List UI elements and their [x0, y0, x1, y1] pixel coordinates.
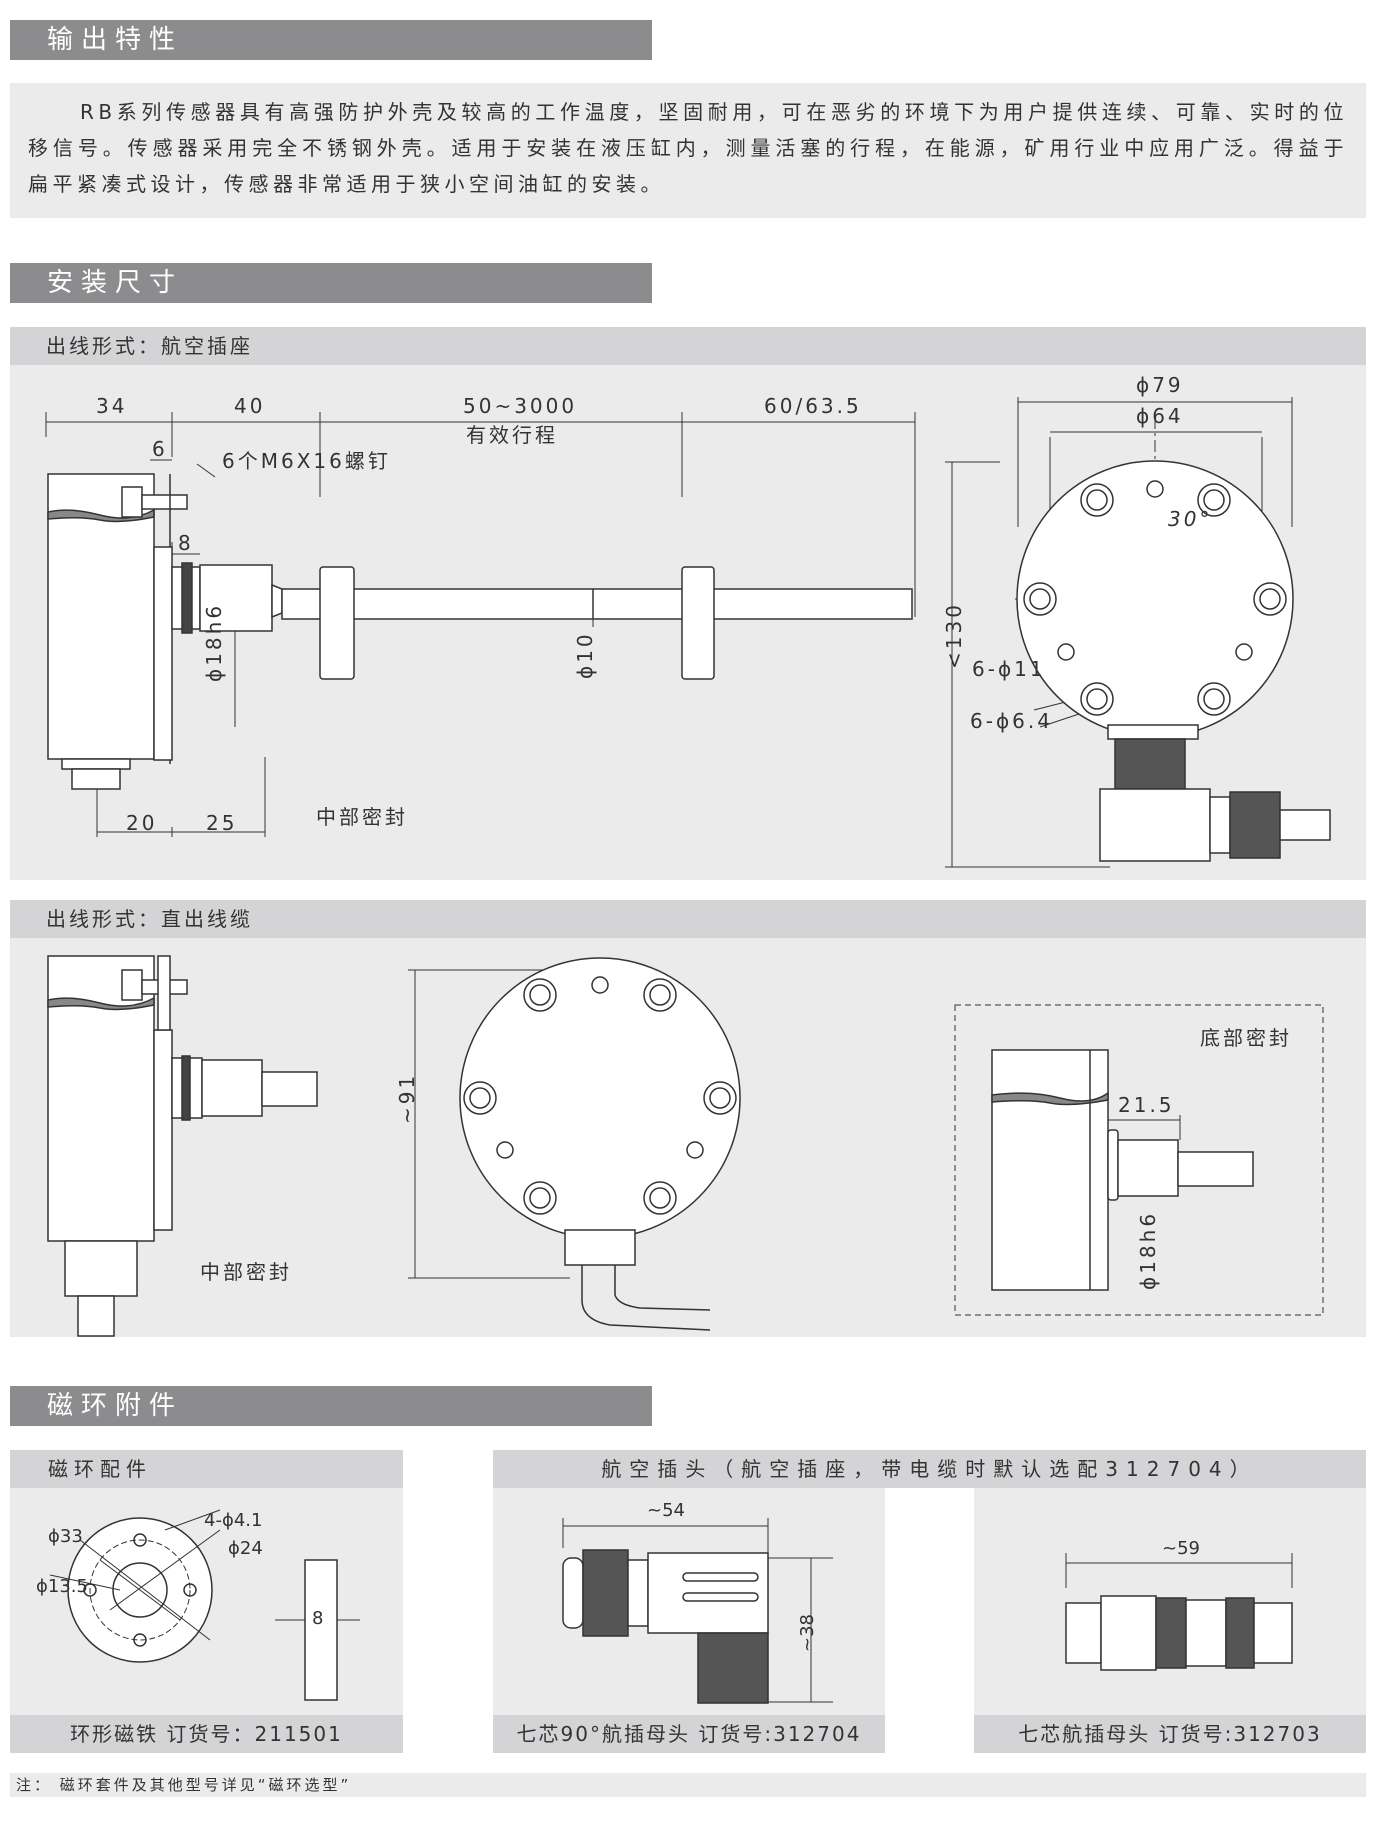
intro-paragraph: RB系列传感器具有高强防护外壳及较高的工作温度，坚固耐用，可在恶劣的环境下为用户…: [28, 100, 1348, 196]
dim-phi13-5: ϕ13.5: [36, 1576, 88, 1597]
dim-phi79: ϕ79: [1136, 373, 1184, 397]
footnote: 注： 磁环套件及其他型号详见“磁环选型”: [10, 1773, 1366, 1797]
section-header-install: 安装尺寸: [10, 263, 652, 303]
dim-phi64: ϕ64: [1136, 404, 1184, 428]
dim-angle: 30°: [1168, 507, 1213, 531]
section-header-accessories: 磁环附件: [10, 1386, 652, 1426]
dim-8: 8: [178, 531, 194, 555]
panel-connector: 出线形式：航空插座 3: [10, 327, 1366, 880]
dim-54: ~54: [647, 1500, 685, 1521]
panel-plug: 航空插头（航空插座，带电缆时默认选配312704） ~54 ~38 七芯90°航…: [493, 1450, 1366, 1753]
dim-phi33: ϕ33: [48, 1526, 83, 1547]
dim-38: ~38: [797, 1614, 818, 1652]
plug-right-panel: ~59 七芯航插母头 订货号:312703: [974, 1488, 1366, 1753]
dim-34: 34: [96, 394, 128, 418]
dim-91: ~91: [395, 1072, 419, 1124]
dim-holes41: 4-ϕ4.1: [204, 1510, 263, 1531]
dim-59: ~59: [1162, 1538, 1200, 1559]
dim-screw: 6个M6X16螺钉: [222, 449, 391, 473]
dim-25: 25: [206, 811, 238, 835]
dim-phi24: ϕ24: [228, 1538, 263, 1559]
panel-connector-title: 出线形式：航空插座: [10, 327, 1366, 365]
magnet-caption: 环形磁铁 订货号：211501: [10, 1715, 403, 1753]
plug-left-panel: ~54 ~38 七芯90°航插母头 订货号:312704: [493, 1488, 885, 1753]
cable-seal-bottom-label: 底部密封: [1200, 1026, 1292, 1050]
plug-right-caption: 七芯航插母头 订货号:312703: [974, 1715, 1366, 1753]
magnet-title: 磁环配件: [10, 1450, 403, 1488]
dim-130: <130: [942, 602, 966, 669]
dim-phi18: ϕ18h6: [202, 602, 226, 682]
dim-20: 20: [126, 811, 158, 835]
cable-drawings: [47, 955, 1324, 1337]
dim-holes64: 6-ϕ6.4: [970, 709, 1053, 733]
connector-front-drawing: [945, 397, 1331, 868]
dim-holes11: 6-ϕ11: [972, 657, 1046, 681]
panel-magnet: 磁环配件 ϕ33 4-ϕ4.1 ϕ24 ϕ13.5 8 环形磁铁 订货号：211…: [10, 1450, 403, 1753]
dim-21-5: 21.5: [1118, 1093, 1175, 1117]
dim-stroke: 50~3000: [463, 394, 578, 418]
intro-text-box: RB系列传感器具有高强防护外壳及较高的工作温度，坚固耐用，可在恶劣的环境下为用户…: [10, 83, 1366, 218]
panel-cable-title: 出线形式：直出线缆: [10, 900, 1366, 938]
dim-6: 6: [152, 437, 168, 461]
seal-label: 中部密封: [316, 805, 408, 829]
plug-left-caption: 七芯90°航插母头 订货号:312704: [493, 1715, 885, 1753]
connector-side-drawing: [45, 412, 916, 837]
cable-dim-phi18: ϕ18h6: [1136, 1210, 1160, 1290]
magnet-drawing: [49, 1509, 360, 1701]
plug-straight-drawing: [1065, 1553, 1293, 1671]
panel-cable: 出线形式：直出线缆 中部密封 ~91 底部密封 21: [10, 900, 1366, 1337]
cable-seal-mid-label: 中部密封: [200, 1260, 292, 1284]
plug-90-drawing: [562, 1518, 833, 1704]
dim-stroke-label: 有效行程: [466, 423, 558, 447]
dim-thickness: 8: [312, 1608, 324, 1629]
dim-40: 40: [234, 394, 266, 418]
section-header-output: 输出特性: [10, 20, 652, 60]
dim-60: 60/63.5: [764, 394, 862, 418]
dim-phi10: ϕ10: [573, 631, 597, 679]
plug-title: 航空插头（航空插座，带电缆时默认选配312704）: [493, 1450, 1366, 1488]
